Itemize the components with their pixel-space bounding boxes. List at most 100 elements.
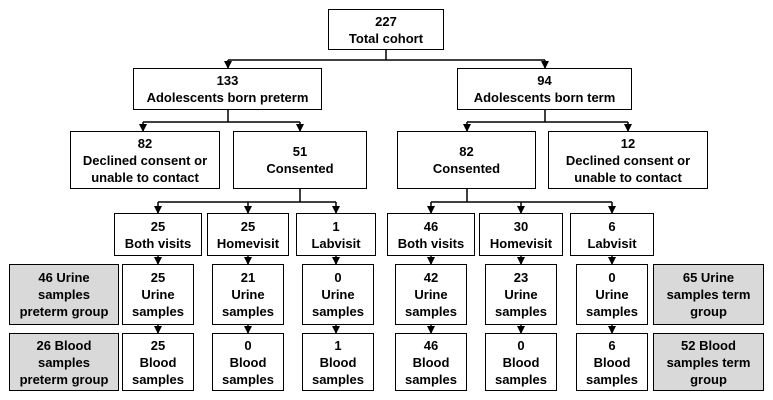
node-label-line: Blood [229,354,267,370]
node-label-line: group [690,371,727,387]
node-label-line: unable to contact [574,169,682,185]
node-label-line: group [690,304,727,319]
node-value: 0 [517,337,525,353]
node-value: 46 Urine [38,270,90,285]
node-label-line: Urine [504,287,538,302]
node-value: 0 [244,337,252,353]
node-label-line: preterm group [19,304,109,319]
node-label-line: Consented [432,161,501,176]
node-label-line: samples term [666,287,751,302]
node-value: 1 [334,337,342,353]
node-label-line: samples [311,304,365,319]
node-label-line: Blood [412,354,450,370]
term-urine-group-box: 65 Urine samples term group [653,264,764,325]
node-label-line: samples [131,371,185,387]
node-label-line: samples [37,287,91,302]
node-value: 30 [513,218,529,234]
node-value: 82 [137,135,153,151]
node-label-line: Adolescents born preterm [146,90,309,105]
node-value: 0 [608,270,616,285]
node-label-line: Blood [319,354,357,370]
node-value: 42 [423,270,439,285]
node-label-line: Declined consent or [565,152,691,168]
node-label-line: samples [221,371,275,387]
node-label-line: Urine [141,287,175,302]
node-label-line: samples term [666,354,751,370]
node-value: 25 [240,218,256,234]
node-label-line: Adolescents born term [473,90,616,105]
node-value: 82 [459,144,474,159]
node-label-line: Labvisit [587,235,637,251]
node-label-line: Both visits [397,235,465,251]
node-label-line: samples [585,371,639,387]
node-value: 25 [150,337,166,353]
preterm-urine-group-box: 46 Urine samples preterm group [9,264,119,325]
node-label-line: Blood [502,354,540,370]
node-label-line: samples [311,371,365,387]
node-label-line: Blood [593,354,631,370]
node-value: 46 [423,337,439,353]
node-label-line: Urine [595,287,629,302]
node-label-line: Blood [139,354,177,370]
node-label-line: samples [585,304,639,319]
node-value: 51 [292,144,308,159]
node-label-line: Urine [414,287,448,302]
node-label-line: Homevisit [216,235,280,251]
node-value: 26 Blood [36,337,92,353]
node-label-line: Homevisit [489,235,553,251]
node-label-line: Urine [231,287,265,302]
node-label-line: Urine [321,287,355,302]
node-label-line: samples [37,354,91,370]
node-label-line: Consented [266,161,334,176]
node-label-line: preterm group [19,371,109,387]
node-value: 227 [375,13,397,29]
node-value: 65 Urine [682,270,735,285]
node-value: 6 [608,218,616,234]
node-label-line: unable to contact [91,169,199,185]
node-value: 1 [332,218,340,234]
node-label-line: samples [131,304,185,319]
node-value: 21 [240,270,256,285]
node-value: 23 [513,270,529,285]
node-label-line: samples [404,304,458,319]
node-label-line: Both visits [124,235,192,251]
node-value: 25 [150,218,166,234]
node-value: 0 [334,270,342,285]
node-label-line: samples [404,371,458,387]
node-value: 52 Blood [681,337,736,353]
node-label-line: Total cohort [348,30,424,46]
node-label-line: Labvisit [311,235,361,251]
node-label-line: samples [494,304,548,319]
node-label-line: samples [221,304,275,319]
node-label-line: Declined consent or [82,152,208,168]
node-label-line: samples [494,371,548,387]
node-value: 133 [216,73,239,88]
